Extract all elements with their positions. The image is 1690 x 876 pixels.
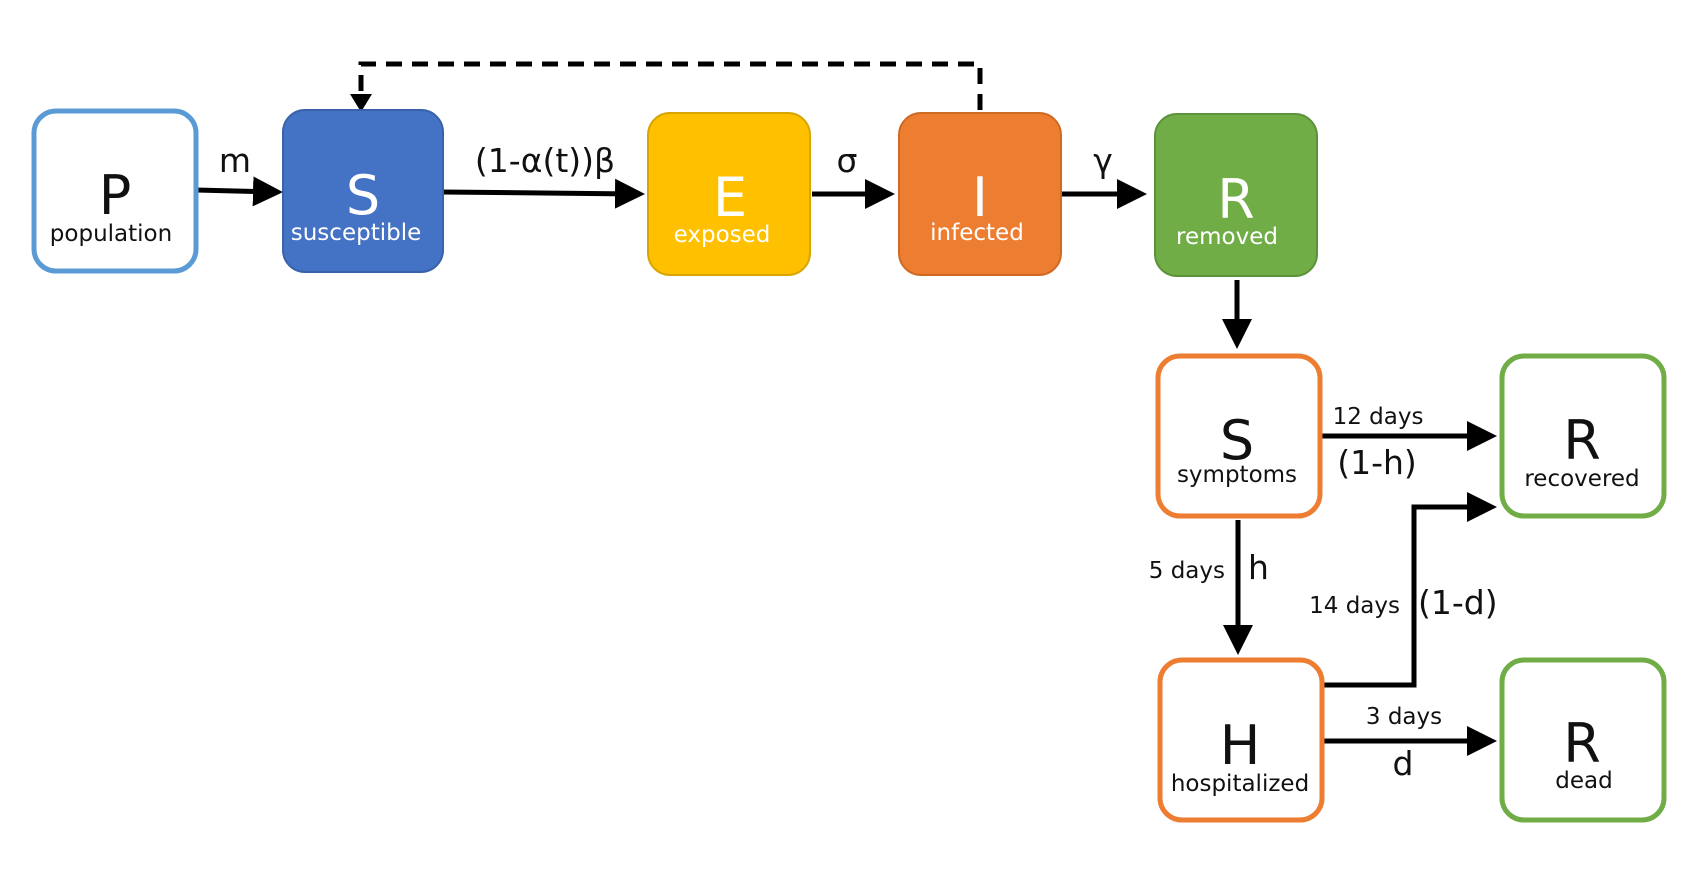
node-infected-box — [898, 112, 1062, 276]
node-recovered-box — [1499, 353, 1667, 519]
rate-label-h: h — [1248, 548, 1269, 587]
node-recovered-label: recovered — [1524, 466, 1639, 492]
time-label-14-days: 14 days — [1309, 593, 1400, 619]
node-susceptible-box — [282, 109, 444, 273]
node-hospitalized: H hospitalized — [1157, 657, 1325, 823]
node-infected-letter: I — [972, 166, 988, 229]
edge-hospitalized-recovered — [1320, 492, 1497, 688]
node-dead-letter: R — [1563, 712, 1601, 775]
rate-label-sigma: σ — [837, 141, 858, 180]
edge-labels: m (1-α(t))β σ γ 12 days (1-h) 5 days h 1… — [219, 141, 1498, 783]
node-hospitalized-label: hospitalized — [1171, 771, 1309, 797]
node-exposed-box — [647, 112, 811, 276]
node-removed: R removed — [1154, 113, 1318, 277]
time-label-5-days: 5 days — [1149, 558, 1225, 584]
rate-label-alpha-beta: (1-α(t))β — [475, 141, 615, 180]
node-infected-label: infected — [930, 220, 1024, 246]
rate-label-d: d — [1393, 744, 1414, 783]
edge-population-susceptible — [195, 176, 283, 207]
edges — [195, 61, 1497, 756]
node-dead: R dead — [1499, 657, 1667, 823]
node-dead-box — [1499, 657, 1667, 823]
node-population-label: population — [50, 221, 172, 247]
node-symptoms: S symptoms — [1155, 353, 1323, 519]
node-susceptible-label: susceptible — [291, 220, 422, 246]
node-population-box — [31, 108, 199, 274]
time-label-12-days: 12 days — [1333, 404, 1424, 430]
node-population: P population — [31, 108, 199, 274]
node-population-letter: P — [99, 164, 132, 227]
node-exposed-label: exposed — [674, 222, 771, 248]
rate-label-1-minus-d: (1-d) — [1418, 583, 1498, 622]
node-susceptible-letter: S — [346, 164, 380, 227]
edge-infected-susceptible-feedback — [358, 61, 983, 110]
node-symptoms-label: symptoms — [1177, 462, 1297, 488]
node-recovered: R recovered — [1499, 353, 1667, 519]
feedback-arrowhead — [350, 94, 372, 112]
time-label-3-days: 3 days — [1366, 704, 1442, 730]
node-recovered-letter: R — [1563, 409, 1601, 472]
rate-label-gamma: γ — [1093, 141, 1113, 180]
node-exposed: E exposed — [647, 112, 811, 276]
node-dead-label: dead — [1555, 768, 1612, 794]
node-symptoms-letter: S — [1220, 409, 1254, 472]
node-susceptible: S susceptible — [282, 109, 444, 273]
node-exposed-letter: E — [713, 166, 747, 229]
node-hospitalized-letter: H — [1220, 714, 1261, 777]
node-removed-letter: R — [1217, 168, 1255, 231]
node-removed-box — [1154, 113, 1318, 277]
node-removed-label: removed — [1176, 224, 1278, 250]
rate-label-m: m — [219, 141, 251, 180]
node-symptoms-box — [1155, 353, 1323, 519]
node-infected: I infected — [898, 112, 1062, 276]
rate-label-1-minus-h: (1-h) — [1337, 443, 1417, 482]
edge-susceptible-exposed — [441, 178, 645, 209]
node-hospitalized-box — [1157, 657, 1325, 823]
